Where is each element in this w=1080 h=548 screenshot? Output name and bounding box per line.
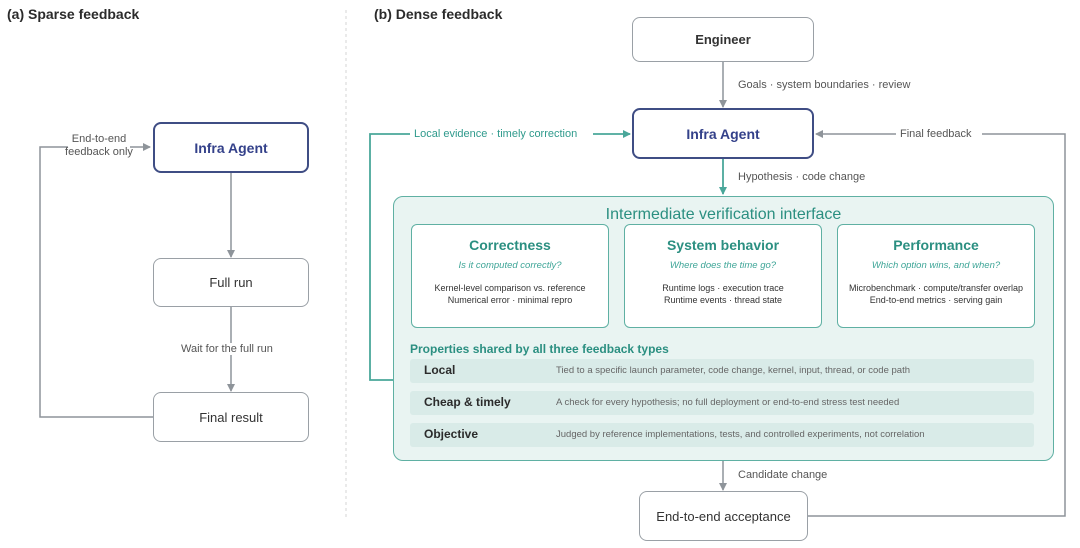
interface-title: Intermediate verification interface <box>605 206 842 223</box>
engineer-label: Engineer <box>695 32 751 47</box>
full-run-label: Full run <box>209 275 253 290</box>
intermediate-verification-interface: Intermediate verification interface Corr… <box>393 196 1054 461</box>
performance-card-line: End-to-end metrics · serving gain <box>869 295 1003 305</box>
correctness-card-line: Kernel-level comparison vs. reference <box>434 283 586 293</box>
system-behavior-card: System behavior Where does the time go? … <box>624 224 822 328</box>
property-name: Objective <box>424 427 479 441</box>
performance-card-title: Performance <box>893 237 979 253</box>
final-result-label: Final result <box>199 409 263 425</box>
final-feedback-loop <box>808 133 1066 517</box>
property-name: Local <box>424 363 456 377</box>
sparse-feedback-label-line2: feedback only <box>65 146 133 158</box>
hypothesis-label: Hypothesis · code change <box>738 171 866 183</box>
end-to-end-acceptance-node: End-to-end acceptance <box>639 491 808 541</box>
local-evidence-label: Local evidence · timely correction <box>414 128 578 140</box>
property-description: Judged by reference implementations, tes… <box>556 429 925 440</box>
property-description: A check for every hypothesis; no full de… <box>556 397 900 408</box>
engineer-node: Engineer <box>632 17 814 62</box>
final-feedback-label: Final feedback <box>900 128 972 140</box>
correctness-card-title: Correctness <box>469 237 551 253</box>
local-evidence-loop <box>369 133 410 381</box>
sparse-feedback-label: End-to-end feedback only <box>58 133 140 159</box>
performance-card: Performance Which option wins, and when?… <box>837 224 1035 328</box>
system-behavior-card-line: Runtime events · thread state <box>663 295 783 305</box>
final-result-node: Final result <box>153 392 309 442</box>
full-run-node: Full run <box>153 258 309 307</box>
dense-infra-agent-node: Infra Agent <box>632 108 814 159</box>
property-name: Cheap & timely <box>424 395 511 409</box>
system-behavior-card-title: System behavior <box>666 237 780 253</box>
sparse-infra-agent-node: Infra Agent <box>153 122 309 173</box>
performance-card-question: Which option wins, and when? <box>871 260 1001 271</box>
end-to-end-acceptance-label: End-to-end acceptance <box>656 508 791 524</box>
performance-card-line: Microbenchmark · compute/transfer overla… <box>848 283 1024 293</box>
sparse-infra-agent-label: Infra Agent <box>194 139 268 156</box>
property-row-local: Local Tied to a specific launch paramete… <box>410 359 1034 383</box>
property-row-cheap-timely: Cheap & timely A check for every hypothe… <box>410 391 1034 415</box>
properties-title: Properties shared by all three feedback … <box>410 342 669 356</box>
property-description: Tied to a specific launch parameter, cod… <box>556 365 911 376</box>
dense-panel-title: (b) Dense feedback <box>374 6 503 22</box>
correctness-card-question: Is it computed correctly? <box>458 260 562 271</box>
system-behavior-card-question: Where does the time go? <box>669 260 777 271</box>
sparse-feedback-label-line1: End-to-end <box>71 133 127 145</box>
property-row-objective: Objective Judged by reference implementa… <box>410 423 1034 447</box>
sparse-panel-title: (a) Sparse feedback <box>7 6 140 22</box>
goals-label: Goals · system boundaries · review <box>738 79 911 91</box>
sparse-feedback-loop <box>39 146 153 418</box>
dense-infra-agent-label: Infra Agent <box>686 125 760 142</box>
wait-full-run-label: Wait for the full run <box>177 343 277 355</box>
correctness-card: Correctness Is it computed correctly? Ke… <box>411 224 609 328</box>
candidate-change-label: Candidate change <box>738 469 828 481</box>
correctness-card-line: Numerical error · minimal repro <box>447 295 573 305</box>
system-behavior-card-line: Runtime logs · execution trace <box>662 283 784 293</box>
